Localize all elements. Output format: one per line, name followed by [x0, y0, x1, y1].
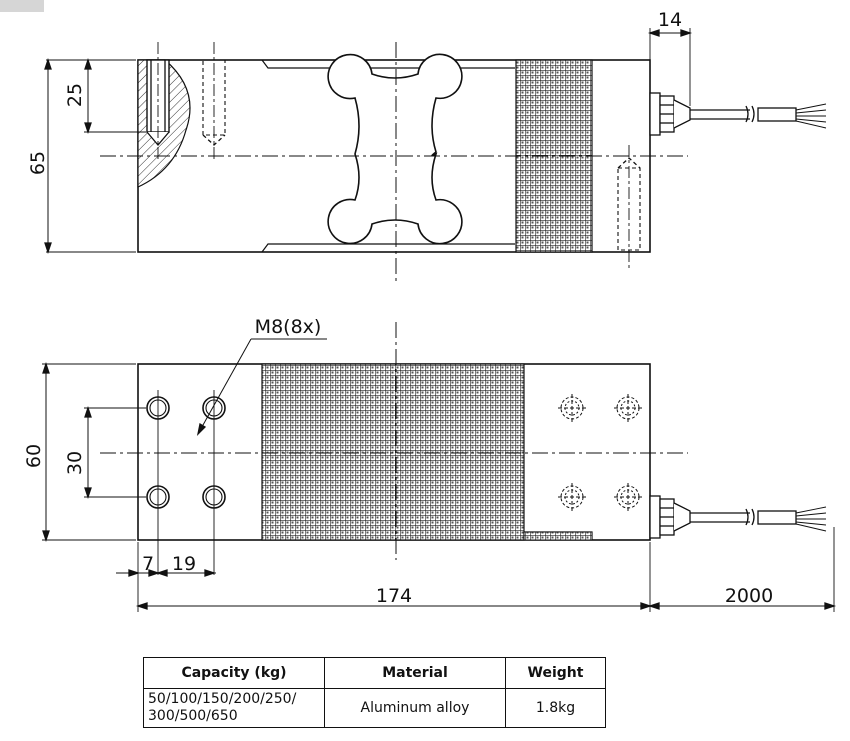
plan-view [42, 322, 837, 612]
cable-gland-plan [649, 495, 827, 539]
cable-gland-side [649, 92, 827, 136]
mesh-area-plan [261, 363, 525, 541]
corner-tab [0, 0, 44, 12]
specs-data-row: 50/100/150/200/250/ 300/500/650 Aluminum… [143, 688, 606, 728]
dim-label-30: 30 [64, 451, 86, 475]
capacity-line-2: 300/500/650 [148, 708, 238, 724]
thread-callout: M8(8x) [255, 316, 322, 338]
header-weight: Weight [505, 657, 606, 689]
dim-label-2000: 2000 [725, 585, 773, 607]
dim-label-174: 174 [376, 585, 412, 607]
specs-header-row: Capacity (kg) Material Weight [143, 657, 606, 689]
specs-table: Capacity (kg) Material Weight 50/100/150… [143, 657, 606, 728]
header-capacity: Capacity (kg) [143, 657, 325, 689]
cell-material: Aluminum alloy [324, 688, 506, 728]
cell-capacity: 50/100/150/200/250/ 300/500/650 [143, 688, 325, 728]
dim-label-19: 19 [172, 553, 196, 575]
header-material: Material [324, 657, 506, 689]
side-view [44, 28, 827, 282]
dim-label-60: 60 [23, 444, 45, 468]
dogbone-cutout [327, 53, 463, 245]
dim-label-7: 7 [142, 553, 154, 575]
dim-label-65: 65 [27, 151, 49, 175]
dim-label-14: 14 [658, 9, 682, 31]
dim-label-25: 25 [64, 83, 86, 107]
cell-weight: 1.8kg [505, 688, 606, 728]
capacity-line-1: 50/100/150/200/250/ [148, 691, 297, 707]
mount-holes-right [558, 394, 642, 511]
